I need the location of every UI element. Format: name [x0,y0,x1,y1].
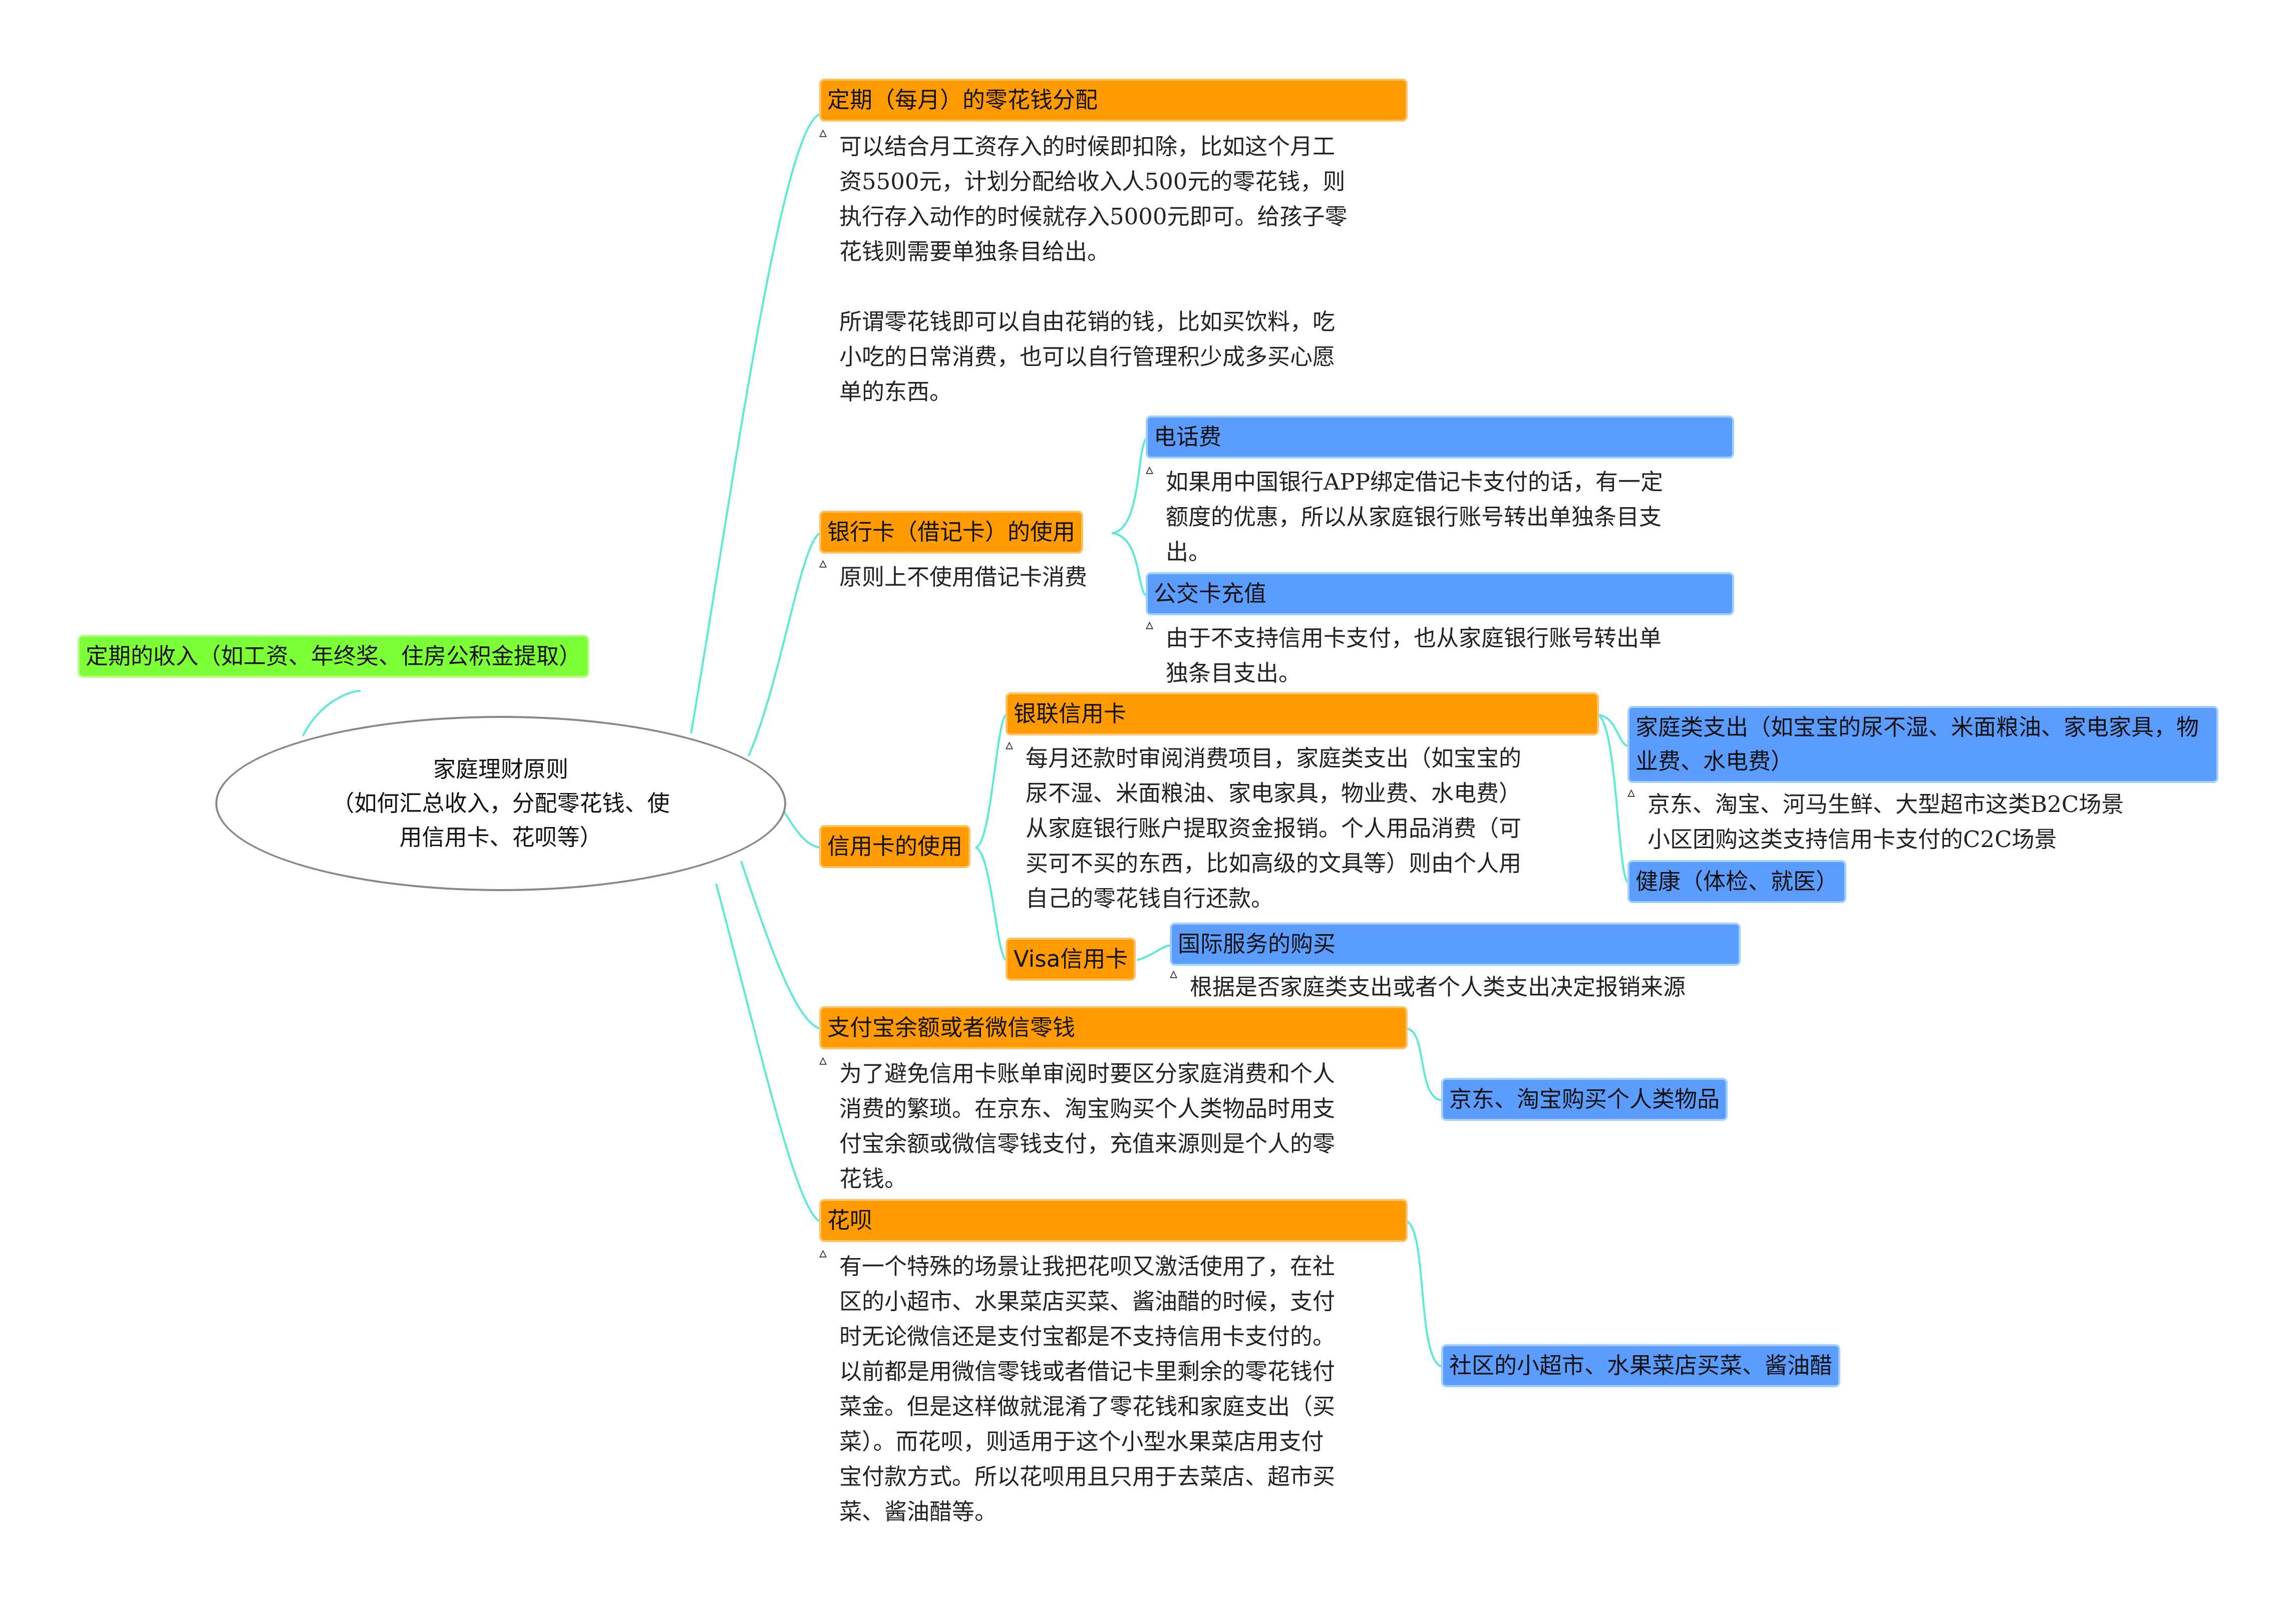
unionpay-node[interactable]: 银联信用卡 [1006,692,1599,735]
community-store-node[interactable]: 社区的小超市、水果菜店买菜、酱油醋 [1441,1344,1841,1387]
root-subtitle-line-2: 用信用卡、花呗等） [399,824,602,851]
alipay-wechat-branch[interactable]: 支付宝余额或者微信零钱 [819,1006,1408,1049]
allowance-note: 可以结合月工资存入的时候即扣除，比如这个月工 资5500元，计划分配给收入人50… [839,133,1348,405]
note-icon: ▵ [1146,616,1154,633]
health-node[interactable]: 健康（体检、就医） [1627,860,1847,903]
note-icon: ▵ [1146,461,1154,478]
note-icon: ▵ [1006,736,1014,753]
note-icon: ▵ [819,554,827,572]
note-icon: ▵ [819,1051,827,1069]
family-expense-note: 京东、淘宝、河马生鲜、大型超市这类B2C场景 小区团购这类支持信用卡支付的C2C… [1648,791,2124,853]
phone-bill-note: 如果用中国银行APP绑定借记卡支付的话，有一定 额度的优惠，所以从家庭银行账号转… [1166,469,1664,565]
huabei-note: 有一个特殊的场景让我把花呗又激活使用了，在社 区的小超市、水果菜店买菜、酱油醋的… [839,1253,1336,1525]
international-services-note: 根据是否家庭类支出或者个人类支出决定报销来源 [1190,974,1686,1000]
note-icon: ▵ [819,124,827,141]
income-node[interactable]: 定期的收入（如工资、年终奖、住房公积金提取） [78,635,590,678]
unionpay-note: 每月还款时审阅消费项目，家庭类支出（如宝宝的 尿不湿、米面粮油、家电家具，物业费… [1026,745,1522,912]
debit-card-note: 原则上不使用借记卡消费 [839,564,1088,590]
bus-card-node[interactable]: 公交卡充值 [1146,572,1734,615]
note-icon: ▵ [1170,965,1178,982]
note-icon: ▵ [819,1244,827,1262]
phone-bill-node[interactable]: 电话费 [1146,416,1734,459]
international-services-node[interactable]: 国际服务的购买 [1170,923,1741,966]
credit-card-branch[interactable]: 信用卡的使用 [819,825,971,868]
debit-card-branch[interactable]: 银行卡（借记卡）的使用 [819,511,1084,554]
root-subtitle-line-1: （如何汇总收入，分配零花钱、使 [332,790,670,817]
huabei-branch[interactable]: 花呗 [819,1199,1408,1242]
note-icon: ▵ [1627,783,1635,801]
visa-node[interactable]: Visa信用卡 [1006,938,1136,981]
root-title: 家庭理财原则 [433,756,568,782]
bus-card-note: 由于不支持信用卡支付，也从家庭银行账号转出单 独条目支出。 [1166,625,1662,686]
root-topic[interactable]: 家庭理财原则 （如何汇总收入，分配零花钱、使 用信用卡、花呗等） [215,716,786,891]
jd-taobao-node[interactable]: 京东、淘宝购买个人类物品 [1441,1078,1728,1121]
allowance-branch[interactable]: 定期（每月）的零花钱分配 [819,79,1408,122]
family-expense-node[interactable]: 家庭类支出（如宝宝的尿不湿、米面粮油、家电家具，物业费、水电费） [1627,706,2218,783]
alipay-wechat-note: 为了避免信用卡账单审阅时要区分家庭消费和个人 消费的繁琐。在京东、淘宝购买个人类… [839,1060,1336,1192]
